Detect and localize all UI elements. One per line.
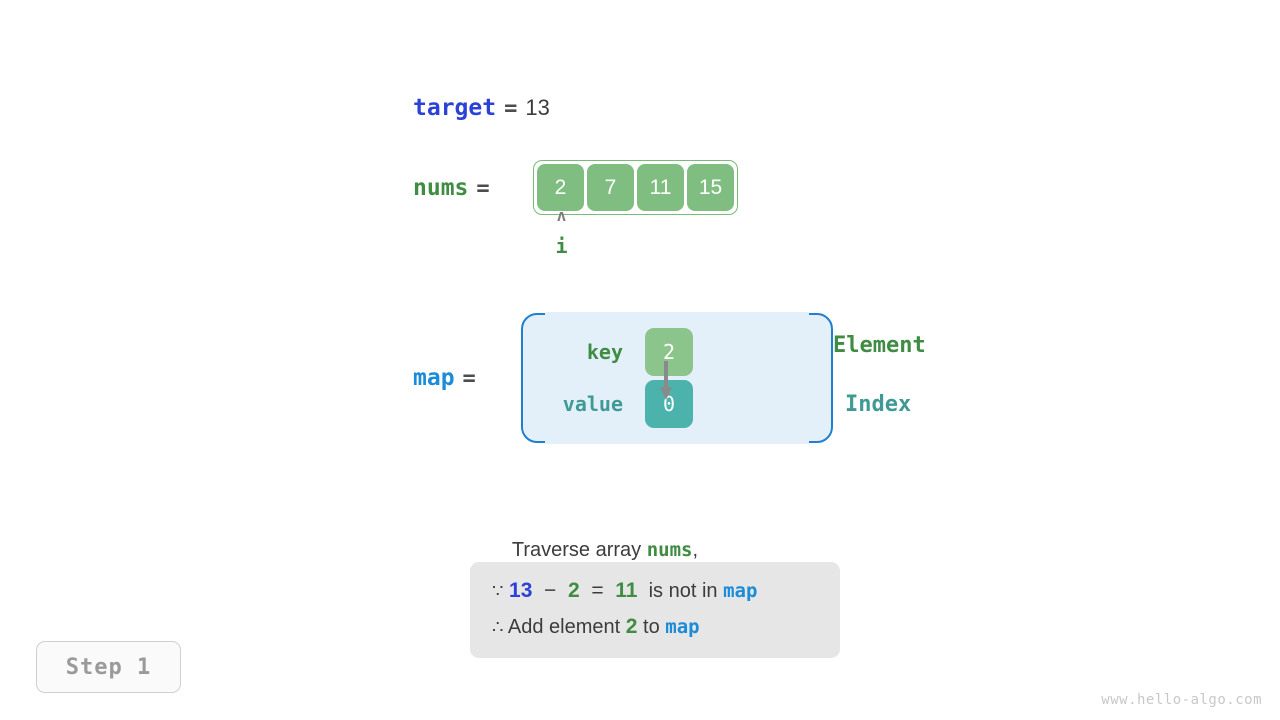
because-symbol: ∵ [492, 581, 504, 601]
nums-array-frame: 2 7 11 15 [533, 160, 738, 215]
array-cell: 11 [637, 164, 684, 211]
map-key-row: key 2 [523, 326, 831, 378]
reason-to-text: to [643, 616, 660, 638]
reason-minus-sign: − [544, 579, 557, 602]
pointer-label-i: i [555, 234, 568, 258]
nums-label-group: nums = [413, 175, 533, 201]
key-to-value-arrow-icon [660, 361, 672, 400]
description-line: Traverse array nums, [490, 516, 698, 585]
reason-element-value: 2 [567, 579, 580, 602]
target-variable-label: target [413, 95, 497, 121]
description-array-name: nums [646, 539, 693, 561]
reasoning-box: ∵ 13 − 2 = 11 is not in map ∴ Add elemen… [470, 562, 840, 658]
side-label-index: Index [845, 392, 912, 417]
reason-to-map-name: map [665, 616, 700, 638]
reason-complement-value: 11 [615, 579, 638, 602]
nums-row: nums = 2 7 11 15 [413, 160, 738, 215]
reason-equals-sign: = [591, 579, 604, 602]
description-prefix: Traverse array [511, 539, 647, 561]
target-value: 13 [525, 95, 550, 120]
index-pointer-group: ʌ i [535, 206, 588, 258]
array-cell: 15 [687, 164, 734, 211]
array-cell: 2 [537, 164, 584, 211]
reason-add-value: 2 [625, 615, 638, 638]
nums-variable-label: nums [413, 174, 469, 201]
map-key-label: key [586, 340, 623, 364]
target-equals-sign: = [504, 96, 518, 121]
reason-add-text: Add element [507, 616, 621, 638]
description-suffix: , [692, 539, 699, 561]
map-row: map = key 2 value 0 [413, 312, 833, 444]
pointer-caret-icon: ʌ [556, 206, 567, 225]
reason-target-value: 13 [509, 579, 533, 602]
nums-equals-sign: = [476, 175, 490, 201]
map-variable-label: map [413, 365, 455, 391]
map-value-label: value [562, 392, 623, 416]
map-container: key 2 value 0 [521, 312, 833, 444]
map-value-row: value 0 [523, 378, 831, 430]
therefore-symbol: ∴ [492, 617, 504, 637]
reason-map-name: map [723, 580, 758, 602]
watermark: www.hello-algo.com [1101, 692, 1262, 708]
step-badge: Step 1 [36, 641, 181, 693]
reason-not-in-text: is not in [648, 580, 718, 602]
map-key-box: 2 [645, 328, 693, 376]
map-equals-sign: = [462, 366, 476, 391]
target-row: target = 13 [413, 95, 550, 121]
array-cell: 7 [587, 164, 634, 211]
reasoning-line-because: ∵ 13 − 2 = 11 is not in map [492, 573, 818, 609]
map-label-group: map = [413, 365, 521, 391]
side-label-element: Element [833, 333, 926, 358]
reasoning-line-therefore: ∴ Add element 2 to map [492, 609, 818, 645]
